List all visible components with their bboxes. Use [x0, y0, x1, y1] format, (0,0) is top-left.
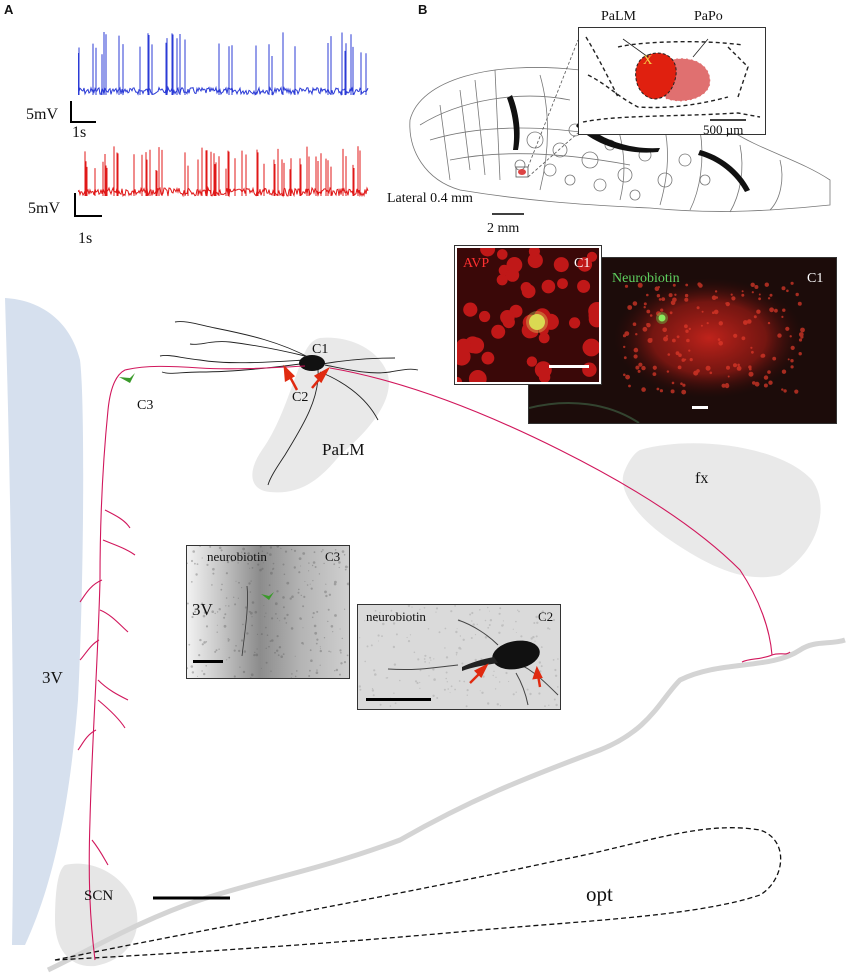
lateral-label: Lateral 0.4 mm	[387, 191, 473, 206]
atlas-scale-label: 2 mm	[487, 221, 520, 236]
panel-a-letter: A	[4, 2, 14, 17]
scale-bar-2-horizontal	[74, 215, 102, 217]
panel-b-letter: B	[418, 2, 428, 17]
scale-time-label-2: 1s	[78, 230, 93, 247]
fx-label: fx	[695, 470, 709, 487]
c1-label: C1	[312, 342, 329, 357]
x-marker: X	[643, 52, 653, 67]
scn-label: SCN	[84, 888, 114, 904]
blue-voltage-trace	[78, 32, 369, 97]
opt-label: opt	[586, 882, 613, 906]
scale-bar-2	[74, 193, 76, 217]
inset-scale-label: 500 µm	[703, 122, 744, 137]
neurobiotin-c1-stain-label: Neurobiotin	[612, 271, 680, 286]
palm-inset	[578, 27, 766, 135]
avp-c1-image: AVP C1	[454, 245, 602, 385]
neurobiotin-c1-cell-label: C1	[807, 271, 824, 286]
scale-bar-1-horizontal	[70, 121, 96, 123]
scale-bar-1	[70, 101, 72, 123]
c3-label: C3	[137, 398, 154, 413]
third-ventricle-label: 3V	[42, 668, 63, 687]
c3-region-label: 3V	[192, 600, 213, 619]
scale-voltage-label-2: 5mV	[28, 200, 60, 217]
c3-neurobiotin-image: neurobiotin C3 3V	[186, 545, 350, 679]
avp-stain-label: AVP	[463, 256, 490, 271]
c2-cell-label: C2	[538, 609, 554, 624]
scale-voltage-label-1: 5mV	[26, 106, 58, 123]
palm-label: PaLM	[601, 9, 636, 24]
avp-cell-label: C1	[574, 256, 591, 271]
c3-cell-label: C3	[325, 549, 341, 564]
c2-neurobiotin-image: neurobiotin C2	[357, 604, 561, 710]
papo-label: PaPo	[694, 9, 723, 24]
c2-stain-label: neurobiotin	[366, 609, 426, 624]
panel-c-tracing	[5, 298, 846, 973]
palm-region-label: PaLM	[322, 440, 365, 459]
c2-label: C2	[292, 390, 309, 405]
scale-time-label-1: 1s	[72, 124, 87, 141]
c3-stain-label: neurobiotin	[207, 549, 267, 564]
red-voltage-trace	[78, 146, 369, 198]
sagittal-brain-atlas	[409, 39, 831, 215]
